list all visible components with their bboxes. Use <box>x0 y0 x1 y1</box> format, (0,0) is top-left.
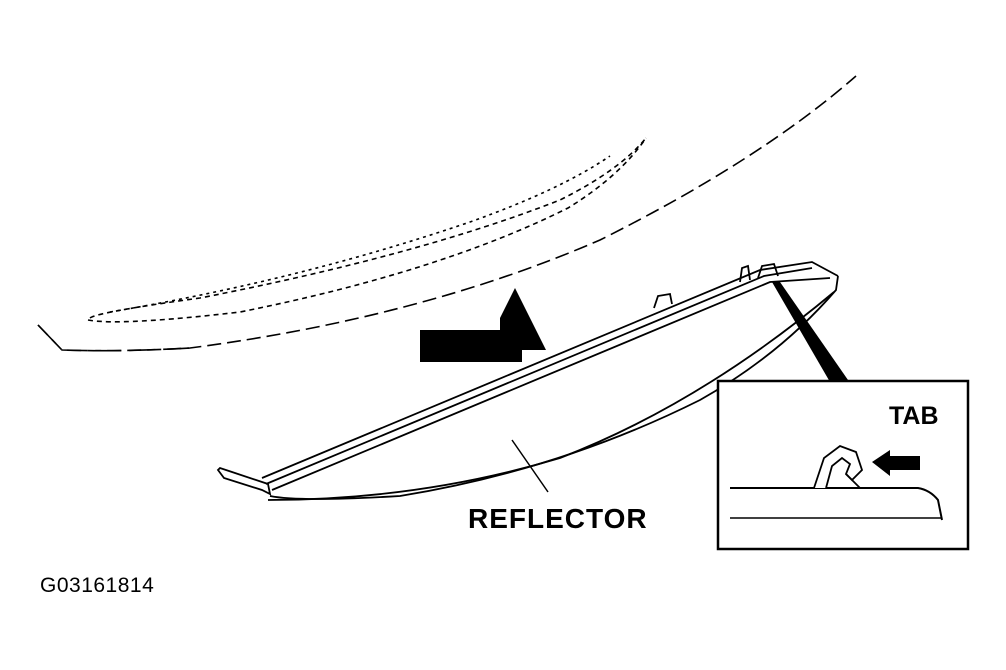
bent-arrow-icon <box>420 288 546 362</box>
figure-id: G03161814 <box>40 574 155 597</box>
reflector-body <box>216 261 839 501</box>
reflector-leader-line <box>511 439 549 493</box>
left-arrow-icon <box>872 450 920 476</box>
tab-detail-inset <box>716 379 970 551</box>
tab-pointer <box>772 282 848 382</box>
spoiler-outline <box>37 75 857 352</box>
tab-label: TAB <box>889 402 939 430</box>
reflector-label: REFLECTOR <box>468 503 648 534</box>
